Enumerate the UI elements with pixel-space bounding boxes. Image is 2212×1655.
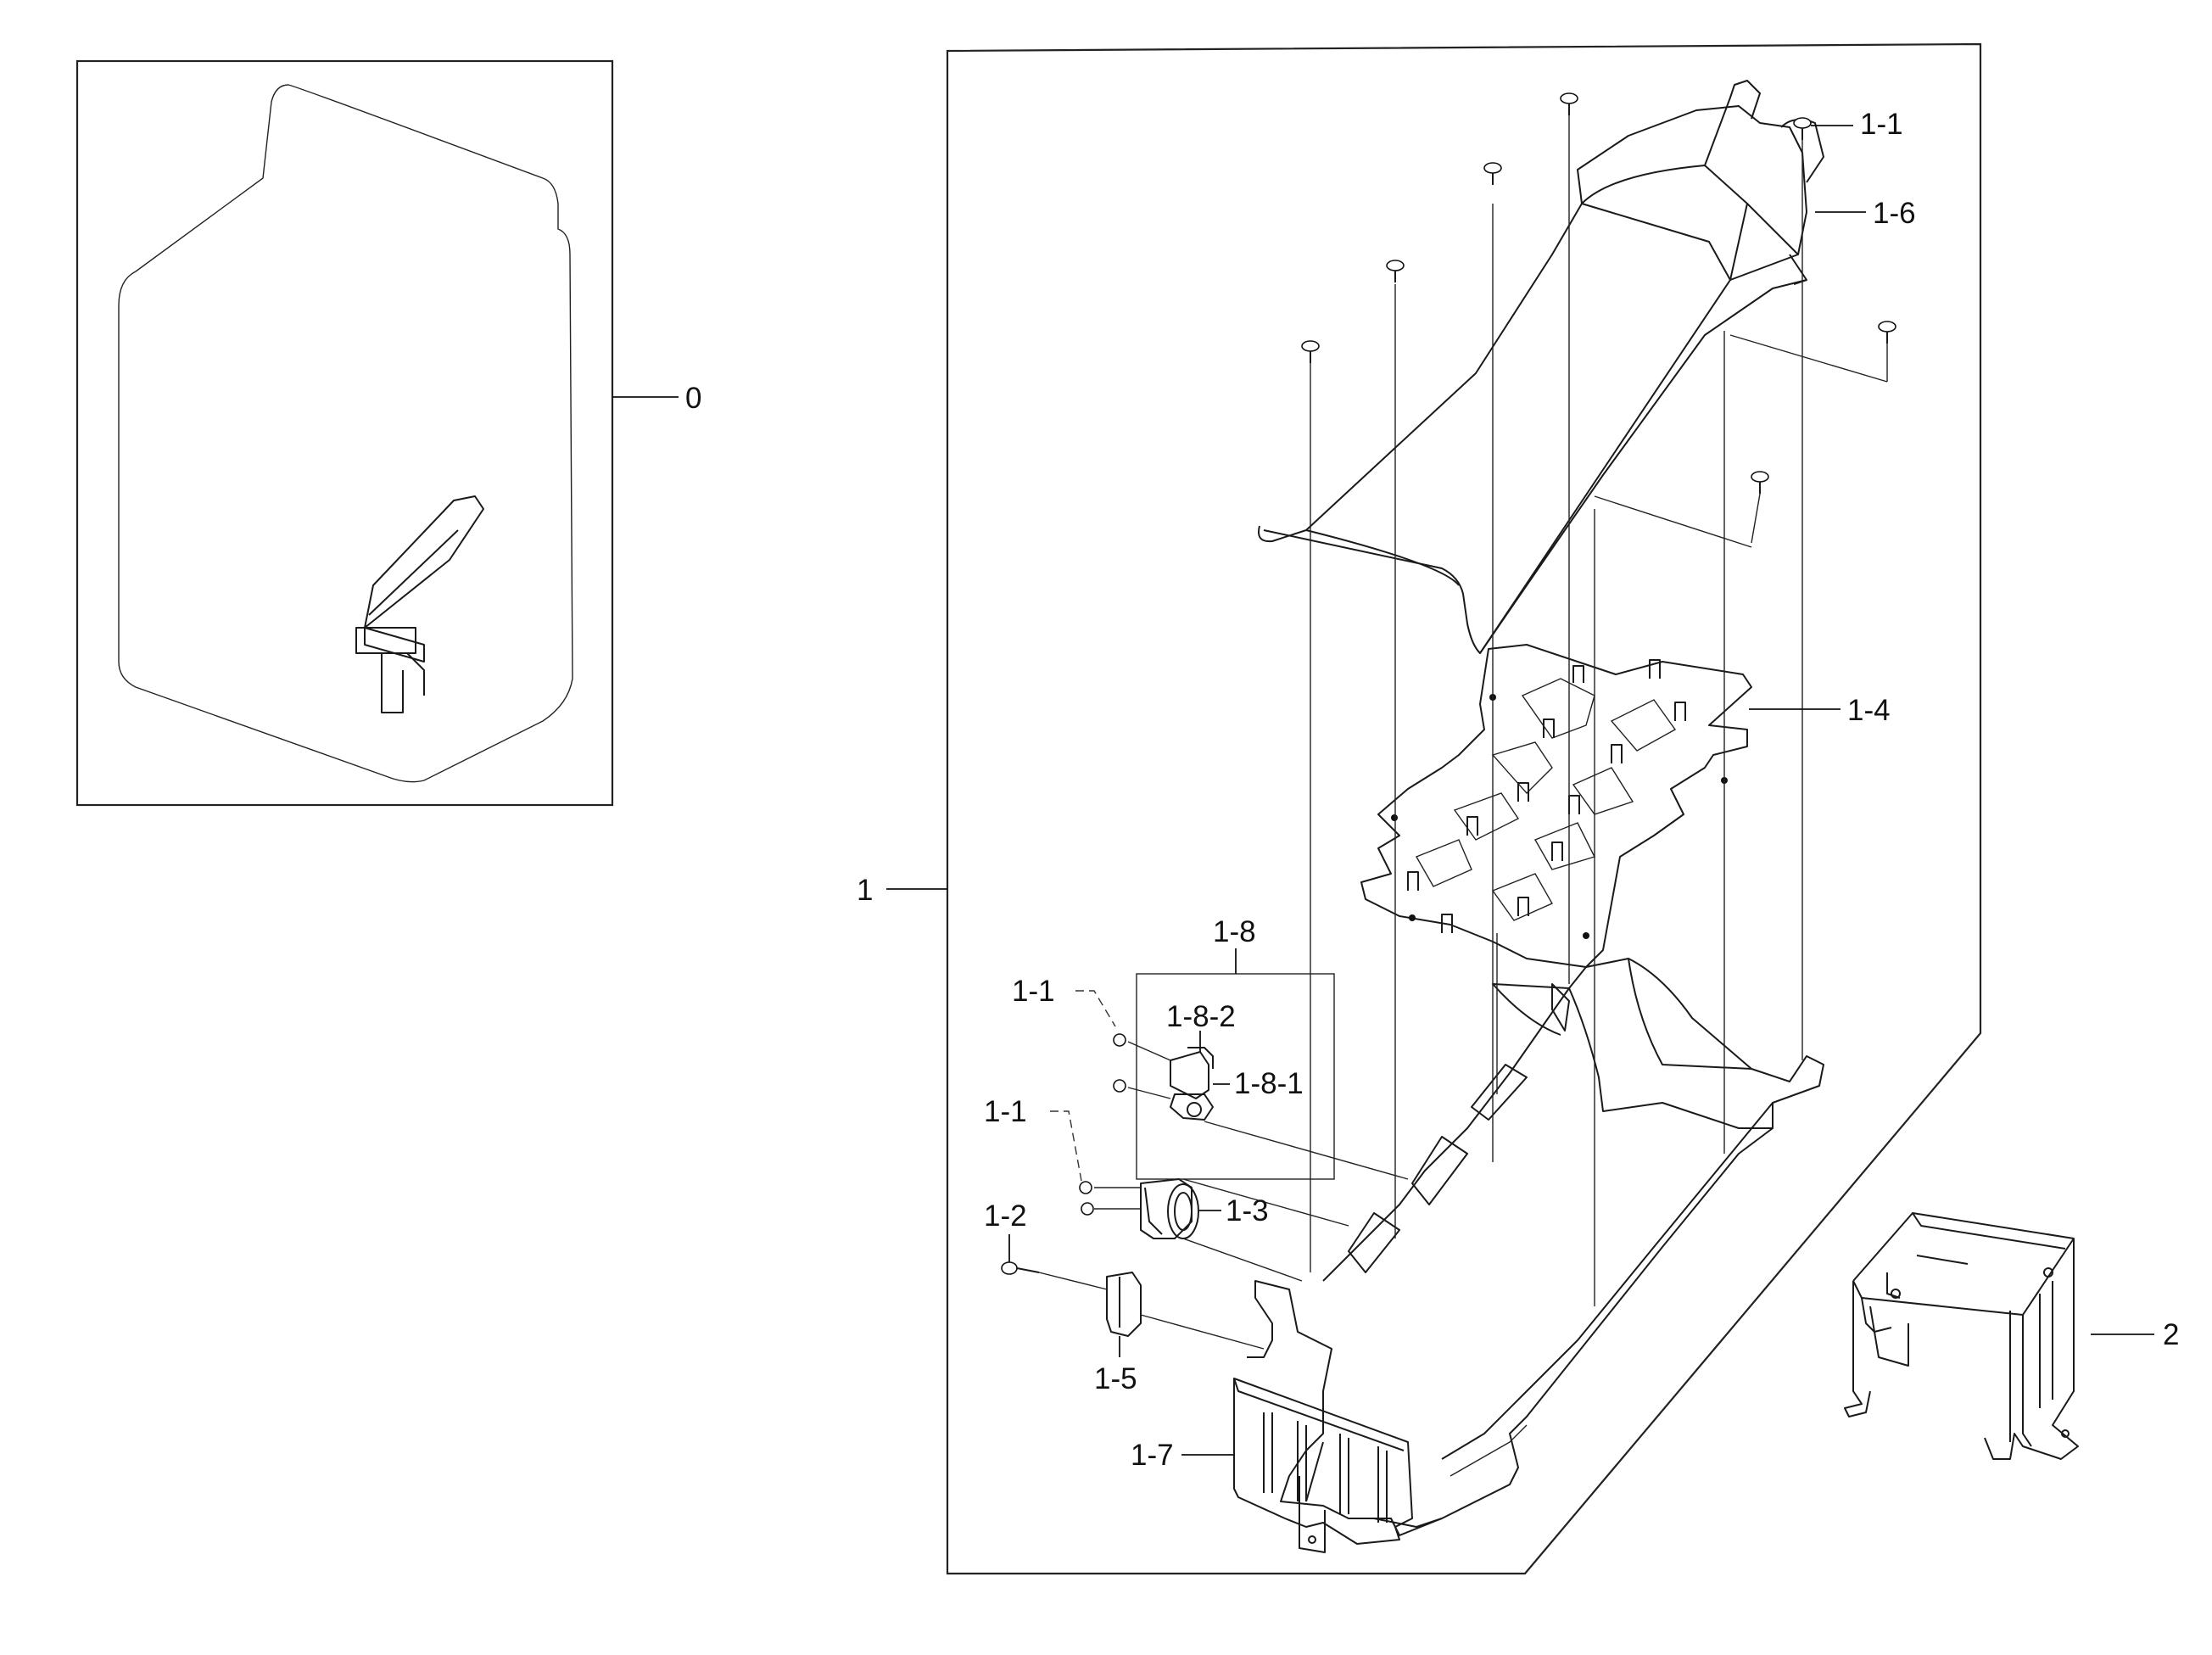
screw-icon [1113,1079,1126,1093]
screw-icon [1560,92,1578,115]
screw-icon [1079,1181,1092,1194]
screw-icon [1301,340,1320,363]
label-0: 0 [685,382,701,415]
label-1-1-mid: 1-1 [1012,975,1055,1008]
alignment-lines [1310,106,1888,1306]
inset-frame [75,59,614,807]
heater-cover [1258,80,1824,654]
top-screws [1301,92,1896,544]
screw-icon [1001,1261,1040,1275]
label-1-1: 1-1 [1860,108,1903,141]
screw-icon [1878,321,1896,344]
label-1-7: 1-7 [1131,1439,1174,1472]
label-1: 1 [857,874,873,907]
dryer-cabinet-outline [118,84,573,783]
subassembly-1-8 [1127,948,1409,1180]
label-1-3: 1-3 [1226,1194,1269,1227]
label-2: 2 [2163,1318,2179,1351]
terminal-block [1001,1234,1265,1357]
label-1-1-low: 1-1 [984,1095,1027,1128]
label-1-4: 1-4 [1847,694,1891,727]
screw-icon [1113,1033,1126,1047]
heater-mounting-plate [1360,644,1752,968]
label-1-6: 1-6 [1873,197,1916,230]
thermal-fuse [1050,1110,1349,1282]
label-1-5: 1-5 [1094,1362,1137,1395]
screw-icon [1081,1202,1094,1216]
inset-assembly-0: 0 [75,59,701,807]
heater-bracket [1844,1212,2079,1460]
assembly-1-frame [946,42,1982,1575]
label-1-2: 1-2 [984,1199,1027,1233]
label-1-8-2: 1-8-2 [1166,1000,1236,1033]
heater-housing [1247,958,1824,1536]
label-1-8: 1-8 [1213,915,1256,948]
inset-heater [355,495,484,713]
screw-icon [1751,471,1769,494]
heater-shield [1233,1378,1413,1553]
screw-icon [1793,117,1812,140]
screw-icon [1386,260,1405,282]
screw-icon [1483,162,1502,185]
screws-1-1-mid [1075,990,1126,1093]
label-1-8-1: 1-8-1 [1234,1067,1304,1100]
